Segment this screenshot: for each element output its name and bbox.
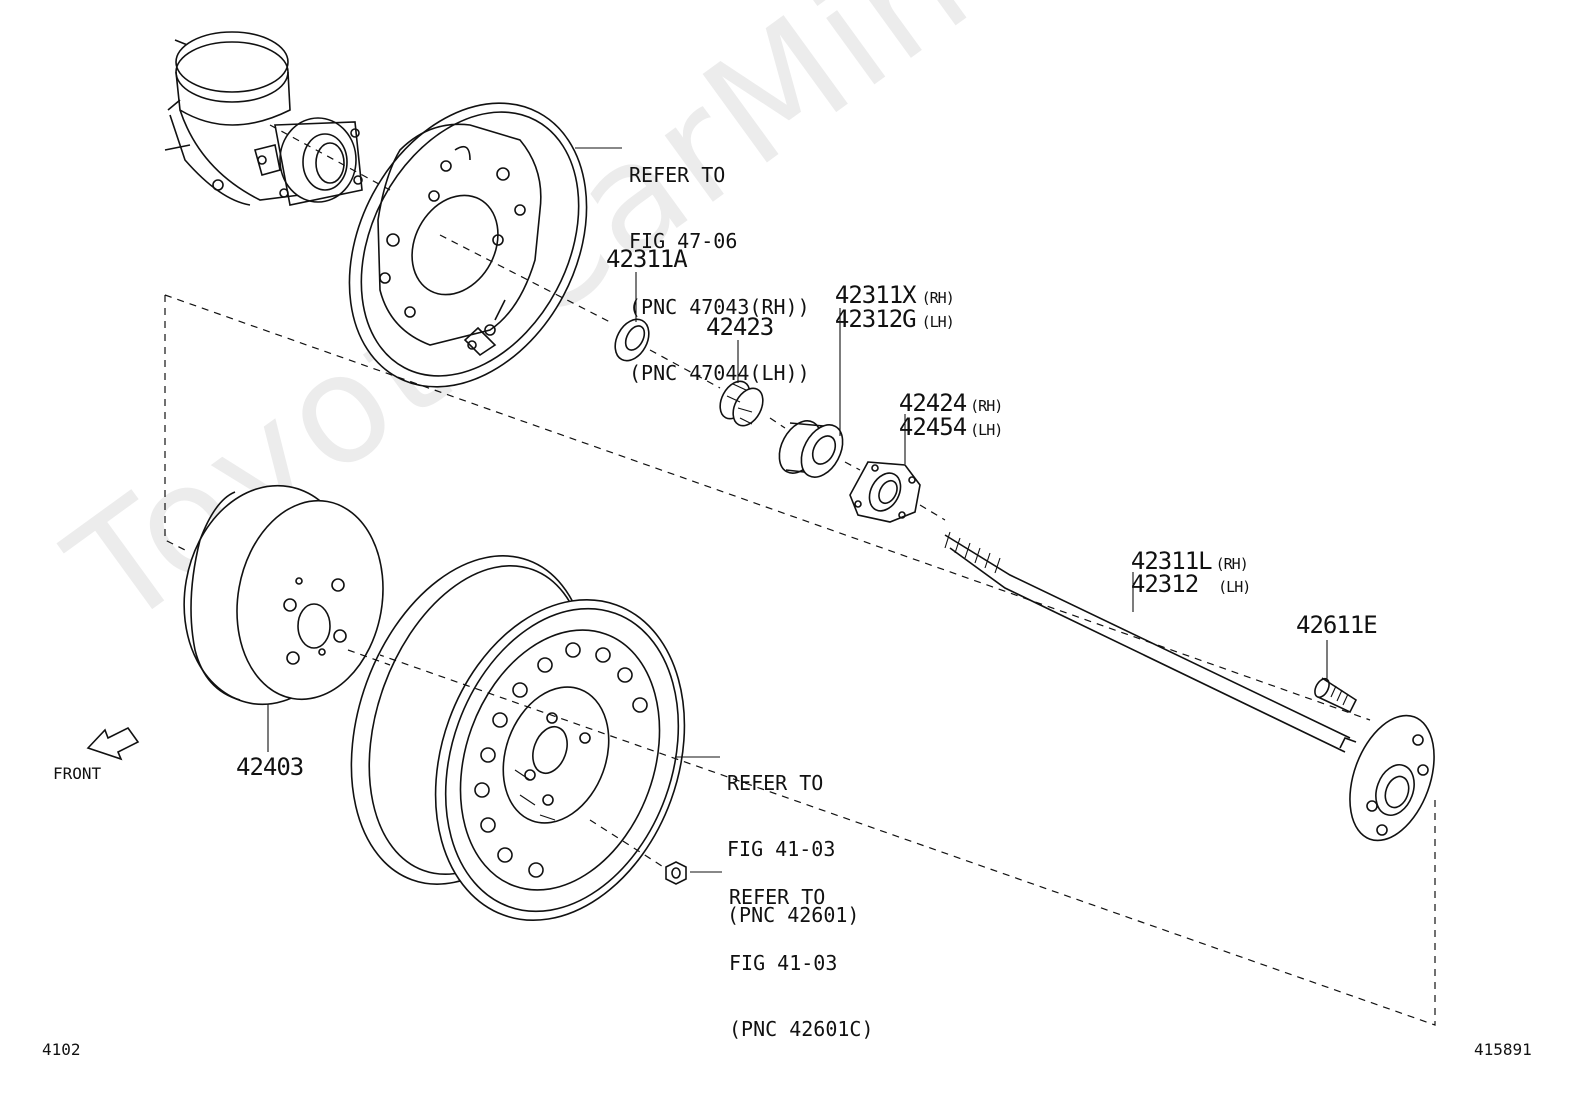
wheel-axis-line	[347, 649, 666, 869]
assembly-axis-line	[269, 124, 946, 521]
brake-drum	[183, 484, 384, 706]
part-label-42403: 42403	[236, 753, 304, 781]
part-label-42424: 42424(RH)	[898, 389, 1003, 417]
front-arrow-icon	[86, 726, 140, 761]
retainer-plate	[849, 461, 921, 523]
part-label-42423: 42423	[706, 313, 774, 341]
part-label-42454: 42454(LH)	[898, 413, 1003, 441]
part-label-42312G: 42312G(LH)	[834, 305, 955, 333]
refer-wheel-label: REFER TO FIG 41-03 (PNC 42601)	[727, 771, 860, 927]
front-label: FRONT	[53, 764, 102, 783]
leader-lines	[267, 147, 1328, 873]
axle-housing	[164, 31, 363, 206]
axle-bearing	[778, 420, 844, 478]
refer-brake-label: REFER TO FIG 47-06 (PNC 47043(RH)) (PNC …	[629, 163, 810, 385]
oil-seal	[614, 318, 650, 362]
assembly-boundary-line	[164, 294, 1436, 1026]
part-label-42611E: 42611E	[1296, 611, 1378, 639]
bearing-retainer	[719, 380, 764, 427]
figure-number: 415891	[1474, 1040, 1532, 1059]
refer-nut-label: REFER TO FIG 41-03 (PNC 42601C)	[729, 885, 874, 1041]
hub-bolt	[1314, 677, 1358, 714]
brake-backing-plate	[348, 102, 588, 388]
axle-shaft	[944, 531, 1435, 842]
lug-nut	[665, 861, 687, 885]
page-number-left: 4102	[42, 1040, 81, 1059]
steel-wheel	[350, 555, 686, 922]
part-label-42312: 42312(LH)	[1130, 570, 1251, 598]
part-label-42311X: 42311X(RH)	[834, 281, 955, 309]
part-label-42311L: 42311L(RH)	[1130, 547, 1249, 575]
part-label-42311A: 42311A	[606, 245, 688, 273]
